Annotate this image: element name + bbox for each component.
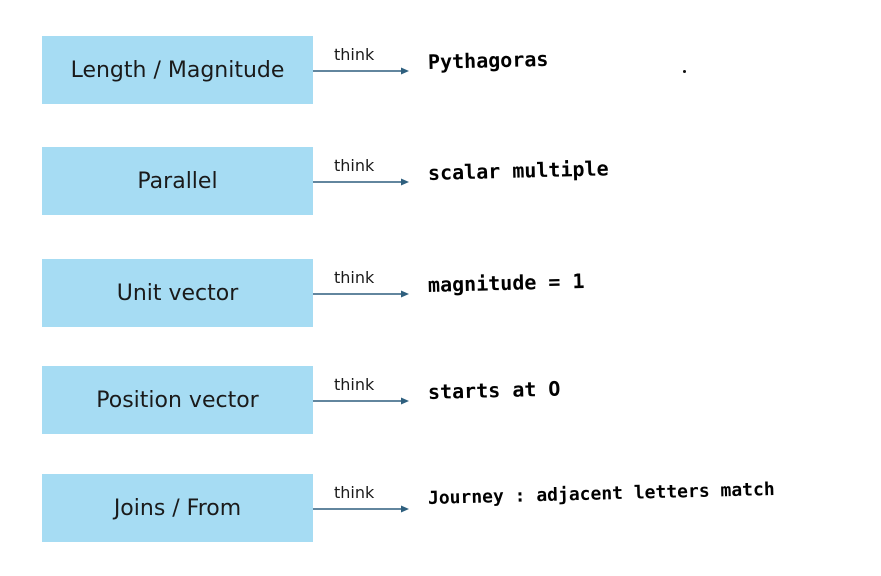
- arrow-right-icon: [313, 397, 409, 405]
- handwritten-note: scalar multiple: [427, 156, 609, 185]
- term-box: Position vector: [42, 366, 313, 434]
- arrow-right-icon: [313, 290, 409, 298]
- handwritten-note: magnitude = 1: [427, 268, 585, 297]
- handwritten-note: Pythagoras: [427, 46, 549, 74]
- arrow-right-icon: [313, 178, 409, 186]
- stray-dot: [683, 70, 686, 73]
- term-box: Length / Magnitude: [42, 36, 313, 104]
- row-parallel: Parallel think scalar multiple: [0, 147, 881, 215]
- row-position-vector: Position vector think starts at O: [0, 366, 881, 434]
- row-unit-vector: Unit vector think magnitude = 1: [0, 259, 881, 327]
- term-box: Unit vector: [42, 259, 313, 327]
- row-length-magnitude: Length / Magnitude think Pythagoras: [0, 36, 881, 104]
- think-label: think: [334, 156, 375, 175]
- think-label: think: [334, 483, 375, 502]
- think-label: think: [334, 375, 375, 394]
- row-joins-from: Joins / From think Journey : adjacent le…: [0, 474, 881, 542]
- think-label: think: [334, 268, 375, 287]
- handwritten-note: starts at O: [427, 376, 561, 404]
- term-box: Parallel: [42, 147, 313, 215]
- arrow-right-icon: [313, 505, 409, 513]
- handwritten-note: Journey : adjacent letters match: [427, 478, 775, 509]
- think-label: think: [334, 45, 375, 64]
- arrow-right-icon: [313, 67, 409, 75]
- term-box: Joins / From: [42, 474, 313, 542]
